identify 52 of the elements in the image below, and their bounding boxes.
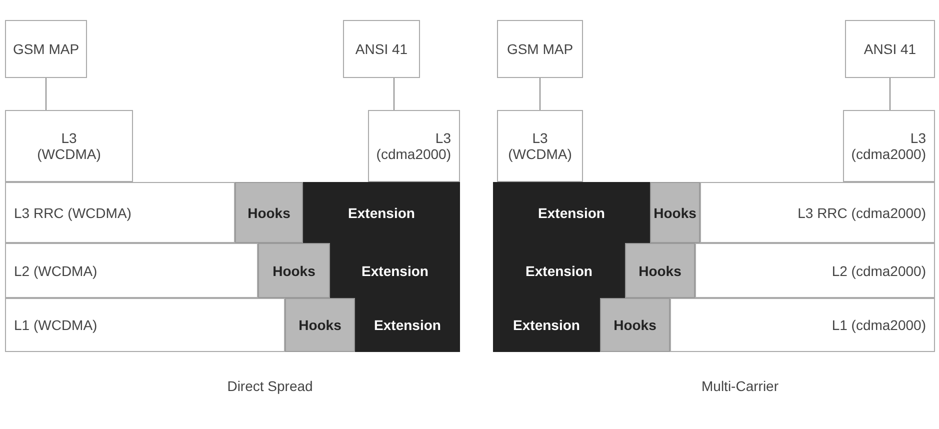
extension-box xyxy=(355,298,460,352)
layer-label: L2 (cdma2000) xyxy=(832,262,926,278)
hooks-label: Hooks xyxy=(298,317,342,333)
layer-label: L3 (WCDMA) xyxy=(507,130,573,162)
hooks-label: Hooks xyxy=(614,317,656,333)
hooks-label: Hooks xyxy=(638,262,682,278)
layer-label: L3 (cdma2000) xyxy=(376,130,451,162)
layer-box xyxy=(670,298,935,352)
layer-box xyxy=(845,20,935,78)
panel-caption: Direct Spread xyxy=(227,378,313,394)
hooks-label: Hooks xyxy=(654,204,696,220)
extension-label: Extension xyxy=(374,317,441,333)
layer-label: ANSI 41 xyxy=(864,41,916,57)
hooks-box xyxy=(235,182,303,243)
layer-box xyxy=(843,110,935,182)
layer-box xyxy=(5,243,258,298)
extension-label: Extension xyxy=(362,262,428,278)
layer-label: L3 (cdma2000) xyxy=(851,130,926,162)
layer-label: L1 (cdma2000) xyxy=(832,317,926,333)
extension-label: Extension xyxy=(538,204,605,220)
hooks-box xyxy=(600,298,670,352)
extension-box xyxy=(493,298,600,352)
layer-box xyxy=(343,20,420,78)
layer-label: L3 RRC (WCDMA) xyxy=(14,204,132,220)
extension-box xyxy=(303,182,460,243)
layer-box xyxy=(5,182,235,243)
hooks-label: Hooks xyxy=(272,262,316,278)
hooks-box xyxy=(625,243,695,298)
hooks-box xyxy=(650,182,700,243)
layer-label: GSM MAP xyxy=(12,41,80,57)
layer-label: L3 RRC (cdma2000) xyxy=(798,204,926,220)
layer-label: L1 (WCDMA) xyxy=(14,317,98,333)
hooks-label: Hooks xyxy=(248,204,290,220)
layer-box xyxy=(5,298,285,352)
extension-label: Extension xyxy=(348,204,415,220)
extension-label: Extension xyxy=(513,317,580,333)
layer-box xyxy=(497,110,583,182)
layer-label: L2 (WCDMA) xyxy=(14,262,98,278)
extension-box xyxy=(493,182,650,243)
layer-box xyxy=(700,182,935,243)
layer-box xyxy=(695,243,935,298)
hooks-box xyxy=(285,298,355,352)
layer-box xyxy=(497,20,583,78)
panel-caption: Multi-Carrier xyxy=(702,378,778,394)
hooks-box xyxy=(258,243,330,298)
extension-label: Extension xyxy=(526,262,592,278)
layer-label: GSM MAP xyxy=(506,41,574,57)
layer-box xyxy=(5,110,133,182)
layer-box xyxy=(5,20,87,78)
layer-label: L3 (WCDMA) xyxy=(36,130,102,162)
layer-label: ANSI 41 xyxy=(355,41,408,57)
layer-box xyxy=(368,110,460,182)
